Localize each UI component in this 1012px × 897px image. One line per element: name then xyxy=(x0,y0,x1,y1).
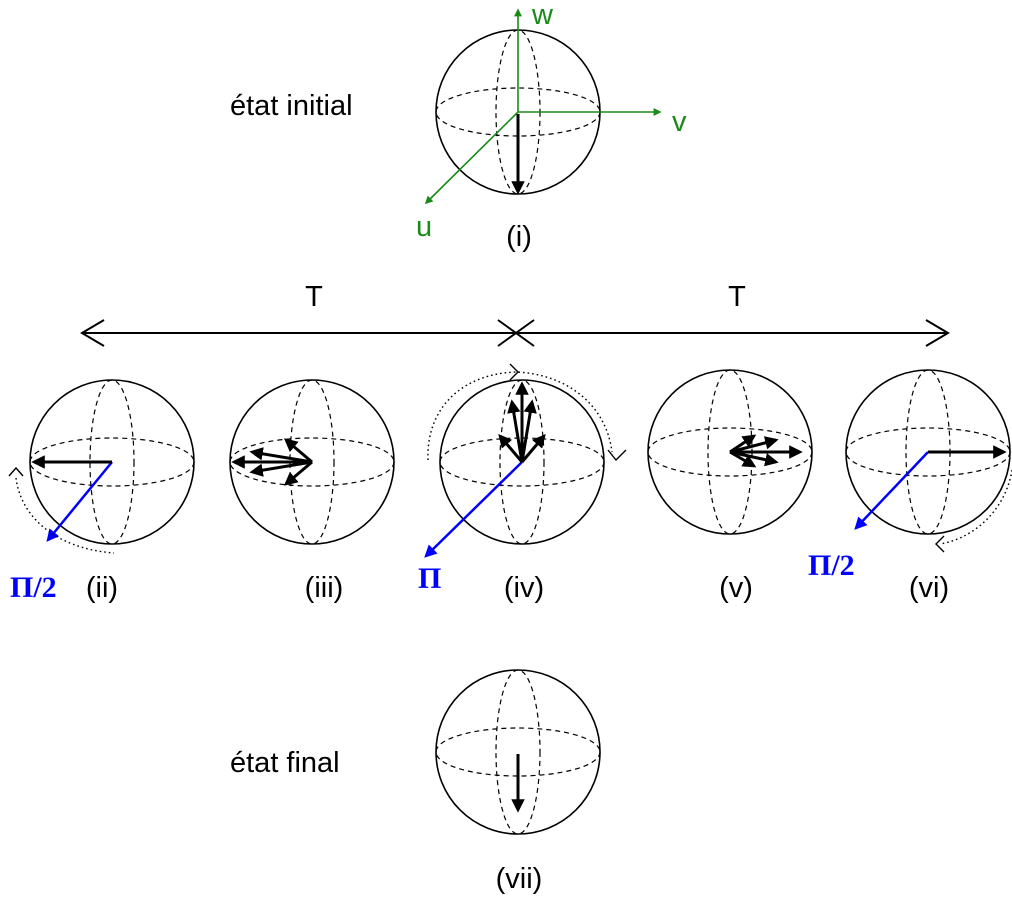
pulse-axis xyxy=(856,452,928,528)
sphere-vi: Π/2 (vi) xyxy=(808,370,1012,604)
initial-state-label: état initial xyxy=(230,90,353,122)
period-label-left: T xyxy=(305,281,323,313)
sphere-label-ii: (ii) xyxy=(86,572,118,604)
period-label-right: T xyxy=(728,281,746,313)
pulse-label: Π/2 xyxy=(808,549,855,582)
sphere-iv: Π (iv) xyxy=(418,364,626,604)
sphere-label-v: (v) xyxy=(719,572,753,604)
pulse-label: Π xyxy=(418,562,441,595)
sphere-label-vi: (vi) xyxy=(909,572,949,604)
v-axis-label: v xyxy=(672,106,687,138)
u-axis xyxy=(426,112,518,203)
sphere-vii: (vii) xyxy=(436,670,600,895)
w-axis-label: w xyxy=(531,0,554,31)
timeline xyxy=(82,320,948,346)
pulse-axis xyxy=(426,462,522,556)
sphere-ii: Π/2 (ii) xyxy=(9,380,194,604)
sphere-label-iv: (iv) xyxy=(504,572,544,604)
final-state-label: état final xyxy=(230,747,340,779)
sphere-label-i: (i) xyxy=(506,221,532,253)
sphere-v: (v) xyxy=(648,370,812,604)
pulse-label: Π/2 xyxy=(10,571,57,604)
rotation-arc xyxy=(940,470,1012,544)
sphere-i: w v u (i) xyxy=(416,0,687,253)
sphere-label-iii: (iii) xyxy=(305,572,344,604)
sphere-label-vii: (vii) xyxy=(496,863,543,895)
axes xyxy=(426,10,660,203)
pulse-axis xyxy=(48,462,112,540)
u-axis-label: u xyxy=(416,211,432,243)
sphere-iii: (iii) xyxy=(230,380,394,604)
rotation-arc xyxy=(16,478,114,553)
